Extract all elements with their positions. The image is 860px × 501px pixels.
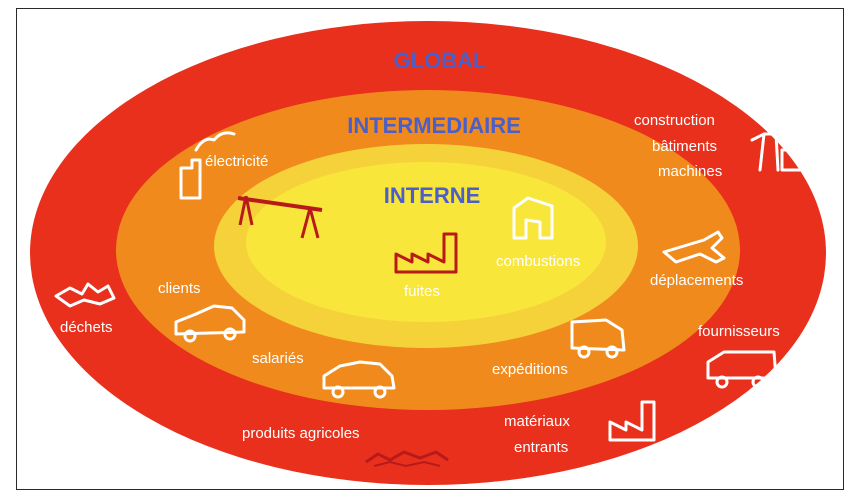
- boiler-icon: [512, 196, 554, 240]
- label-fuites: fuites: [404, 283, 440, 300]
- zone-title-interne: INTERNE: [384, 183, 481, 208]
- label-batiments: bâtiments: [652, 138, 717, 155]
- zone-title-global: GLOBAL: [394, 48, 487, 73]
- factory-icon: [179, 131, 236, 200]
- power-line-icon: [237, 195, 323, 239]
- label-clients: clients: [158, 280, 201, 297]
- delivery-truck-icon: [706, 350, 778, 389]
- airplane-icon: [662, 230, 726, 264]
- label-electricite: électricité: [205, 153, 268, 170]
- car-icon: [174, 304, 246, 343]
- label-combustions: combustions: [496, 253, 580, 270]
- label-machines: machines: [658, 163, 722, 180]
- truck-icon: [570, 318, 626, 359]
- label-materiaux: matériaux: [504, 413, 570, 430]
- factory-small-icon: [394, 232, 458, 274]
- label-dechets: déchets: [60, 319, 113, 336]
- label-construction: construction: [634, 112, 715, 129]
- car-icon: [322, 360, 396, 399]
- worker-icon: [750, 119, 804, 172]
- zone-title-intermediaire: INTERMEDIAIRE: [347, 113, 521, 138]
- label-salaries: salariés: [252, 350, 304, 367]
- factory-outline-icon: [608, 400, 656, 442]
- label-produits-agricoles: produits agricoles: [242, 425, 360, 442]
- label-deplacements: déplacements: [650, 272, 743, 289]
- waste-icon: [54, 282, 116, 308]
- label-fournisseurs: fournisseurs: [698, 323, 780, 340]
- label-entrants: entrants: [514, 439, 568, 456]
- inner-core-highlight: [246, 162, 606, 322]
- label-expeditions: expéditions: [492, 361, 568, 378]
- crops-icon: [365, 450, 449, 468]
